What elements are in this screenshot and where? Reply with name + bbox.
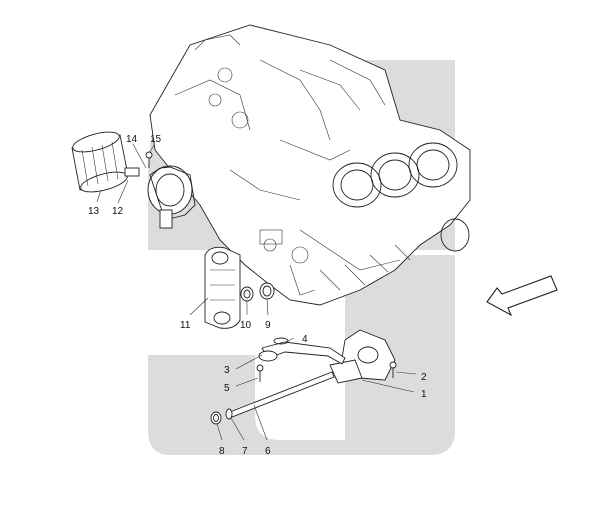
oil-filter-assembly bbox=[71, 131, 196, 229]
oil-pump bbox=[329, 329, 396, 384]
filter-nipple bbox=[124, 167, 140, 177]
front-cover bbox=[204, 246, 241, 329]
bolt-5 bbox=[256, 364, 264, 382]
bolt-15 bbox=[145, 151, 153, 168]
seal-9 bbox=[259, 282, 275, 300]
callout-10: 10 bbox=[240, 320, 252, 331]
filter-housing bbox=[147, 165, 196, 229]
leader-lines bbox=[96, 143, 417, 441]
callout-6: 6 bbox=[265, 446, 271, 457]
pickup-pipe bbox=[258, 341, 346, 365]
circlip-8 bbox=[210, 411, 222, 425]
washer-7 bbox=[225, 408, 233, 420]
callout-1: 1 bbox=[421, 389, 427, 400]
seal-10 bbox=[240, 286, 254, 302]
engine-block bbox=[149, 24, 471, 306]
callout-13: 13 bbox=[88, 206, 100, 217]
engine-details bbox=[174, 34, 411, 296]
callout-12: 12 bbox=[112, 206, 124, 217]
callout-15: 15 bbox=[150, 134, 162, 145]
bolt-2 bbox=[389, 361, 397, 378]
callout-5: 5 bbox=[224, 383, 230, 394]
callout-14: 14 bbox=[126, 134, 138, 145]
callout-8: 8 bbox=[219, 446, 225, 457]
cylinder-bores bbox=[332, 142, 470, 252]
direction-arrow-icon bbox=[486, 275, 558, 317]
callout-7: 7 bbox=[242, 446, 248, 457]
callout-11: 11 bbox=[180, 320, 191, 331]
callouts: 1 2 3 4 5 6 7 8 9 10 11 12 13 14 15 bbox=[88, 134, 427, 457]
callout-4: 4 bbox=[302, 334, 308, 345]
callout-9: 9 bbox=[265, 320, 271, 331]
oil-filter bbox=[71, 131, 129, 193]
callout-2: 2 bbox=[421, 372, 427, 383]
callout-3: 3 bbox=[224, 365, 230, 376]
